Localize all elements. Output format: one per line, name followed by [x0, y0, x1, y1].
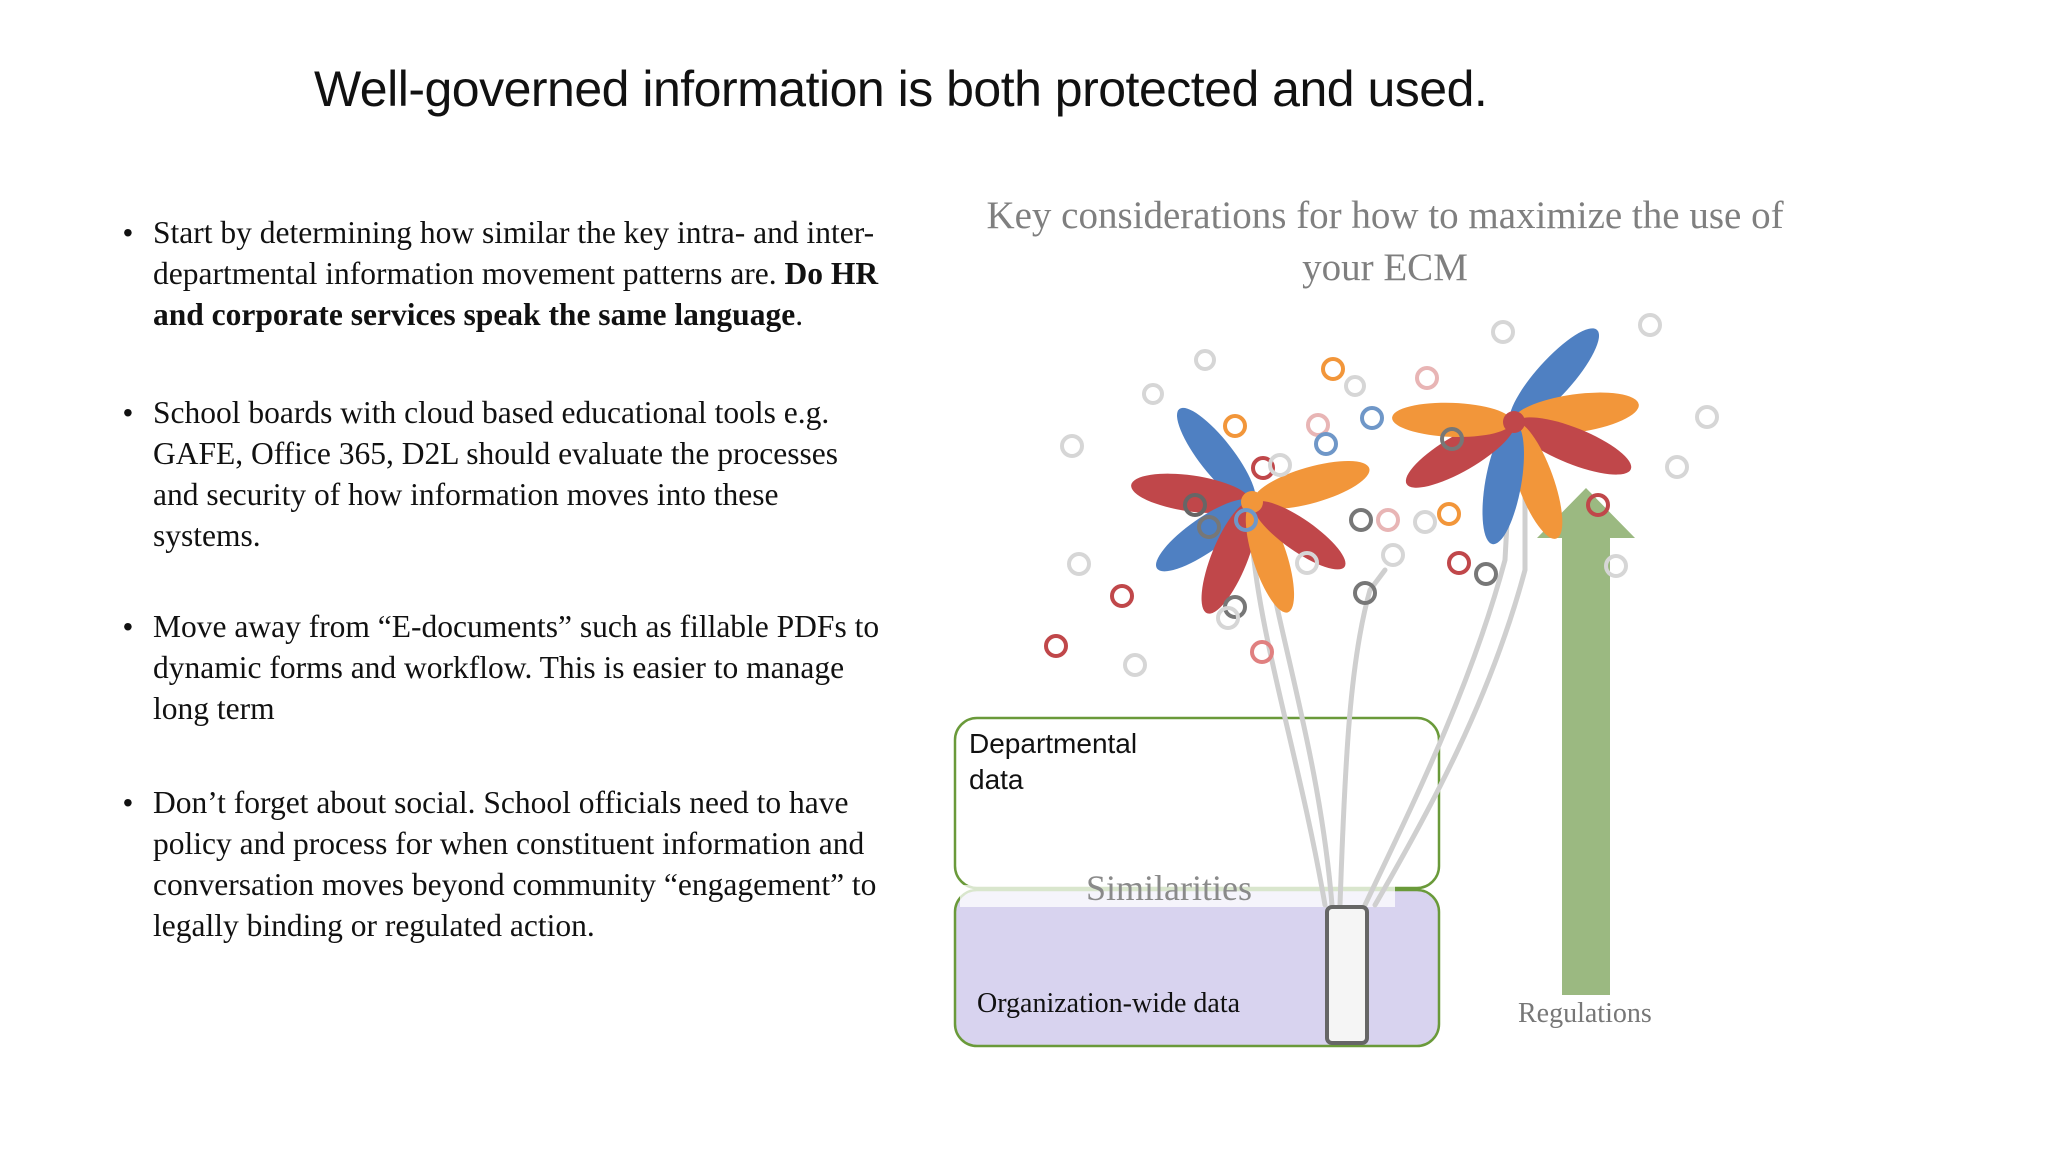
org-wide-data-label: Organization-wide data — [977, 988, 1241, 1019]
bullet-item: • Don’t forget about social. School offic… — [120, 782, 890, 946]
departmental-data-label: Departmental data — [969, 726, 1169, 798]
flower-right — [1392, 328, 1639, 545]
similarities-band — [960, 885, 1395, 907]
bullet-dot-icon: • — [123, 611, 133, 642]
bullet-emphasis: Do HR and corporate services speak the s… — [153, 256, 879, 332]
regulations-arrow — [1537, 488, 1635, 995]
flower-stems — [1249, 427, 1528, 908]
bullet-list: • Start by determining how similar the ke… — [120, 212, 890, 946]
bullet-text: Move away from “E-documents” such as fil… — [153, 609, 880, 726]
diagram-title: Key considerations for how to maximize t… — [986, 194, 1784, 289]
bullet-suffix: . — [795, 297, 804, 332]
bullet-text: School boards with cloud based education… — [153, 395, 838, 553]
similarities-label: Similarities — [1086, 868, 1252, 908]
bullet-item: • School boards with cloud based educatio… — [120, 392, 890, 556]
bullet-item: • Move away from “E-documents” such as fi… — [120, 606, 890, 729]
bullet-text: Don’t forget about social. School offici… — [153, 785, 877, 943]
bullet-text: Start by determining how similar the key… — [153, 215, 875, 291]
page-title: Well-governed information is both protec… — [314, 61, 1488, 117]
flower-left — [1131, 407, 1370, 614]
regulations-label: Regulations — [1518, 998, 1652, 1029]
departmental-data-text: Departmental data — [969, 728, 1138, 795]
bullet-dot-icon: • — [123, 787, 133, 818]
decorative-rings — [1044, 313, 1719, 677]
vase — [1325, 905, 1369, 1045]
bullet-dot-icon: • — [123, 397, 133, 428]
bullet-dot-icon: • — [123, 217, 133, 248]
bullet-item: • Start by determining how similar the ke… — [120, 212, 890, 335]
